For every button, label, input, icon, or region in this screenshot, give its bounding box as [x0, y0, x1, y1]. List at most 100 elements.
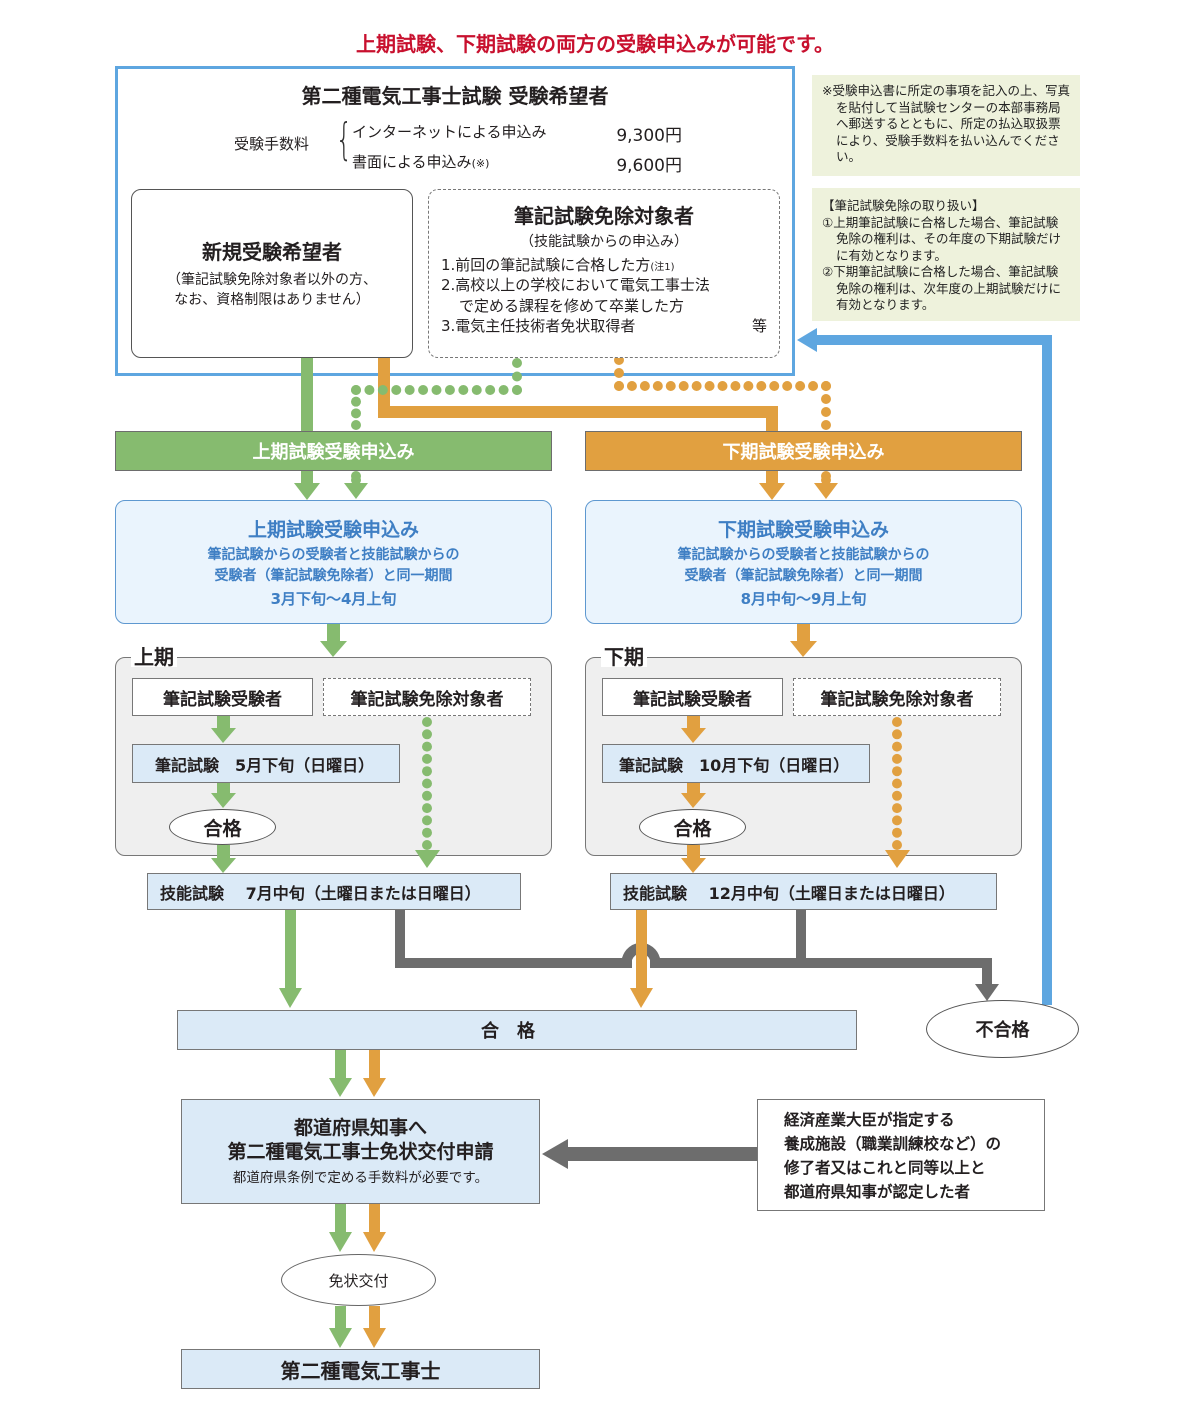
mail-application-note: ※受験申込書に所定の事項を記入の上、写真を貼付して当試験センターの本部事務局へ郵… — [812, 75, 1080, 176]
dot — [351, 385, 361, 395]
dot — [485, 385, 496, 395]
dot — [892, 803, 902, 814]
period-arrows-first — [211, 716, 440, 873]
dot — [422, 778, 432, 789]
dot — [422, 766, 432, 777]
exempt-dotted-paths — [344, 355, 902, 850]
exemption-rule: ②下期筆記試験に合格した場合、筆記試験免除の権利は、次年度の上期試験だけに有効と… — [822, 264, 1062, 312]
retry-arrowhead — [797, 328, 817, 352]
first-half-period-label: 上期 — [131, 647, 177, 667]
dot — [821, 420, 831, 430]
final-qualification-box: 第二種電気工事士 — [181, 1349, 540, 1389]
dot — [892, 815, 902, 826]
dot — [892, 790, 902, 801]
dot — [377, 385, 388, 395]
applicant-title: 第二種電気工事士試験 受験希望者 — [301, 84, 609, 108]
dot — [512, 371, 522, 382]
dot — [892, 729, 902, 740]
first-half-band: 上期試験受験申込み — [115, 431, 552, 471]
exempt-item: 2.高校以上の学校において電気工事士法 — [441, 276, 710, 295]
second-written-candidate: 筆記試験受験者 — [602, 678, 783, 716]
dot — [665, 381, 676, 391]
new-applicant-title: 新規受験希望者 — [202, 240, 342, 265]
dot — [418, 385, 429, 395]
dot — [821, 475, 831, 485]
facility-to-license-arrow — [542, 1139, 758, 1169]
dot — [391, 385, 402, 395]
fee-method: インターネットによる申込み — [352, 123, 547, 141]
dot — [691, 381, 702, 391]
exemption-rules-note: 【筆記試験免除の取り扱い】 ①上期筆記試験に合格した場合、筆記試験免除の権利は、… — [812, 188, 1080, 321]
dot — [821, 407, 831, 417]
dot — [769, 381, 780, 391]
dot — [782, 381, 793, 391]
dot — [717, 381, 728, 391]
dot — [639, 381, 650, 391]
dot — [743, 381, 754, 391]
second-half-apply-box: 下期試験受験申込み 筆記試験からの受験者と技能試験からの 受験者（筆記試験免除者… — [585, 500, 1022, 624]
skill-to-pass-first — [279, 910, 302, 1008]
new-applicant-line: なお、資格制限はありません） — [174, 292, 370, 308]
exempt-item-cont: で定める課程を修めて卒業した方 — [459, 296, 685, 315]
dot — [351, 420, 361, 430]
fail-path — [395, 910, 999, 1001]
dot — [498, 385, 509, 395]
fee-row-paper: 書面による申込み(※) 9,600円 — [352, 151, 682, 176]
first-half-apply-box: 上期試験受験申込み 筆記試験からの受験者と技能試験からの 受験者（筆記試験免除者… — [115, 500, 552, 624]
dot — [422, 827, 432, 838]
license-application-box: 都道府県知事へ 第二種電気工事士免状交付申請 都道府県条例で定める手数料が必要で… — [181, 1099, 540, 1204]
dot — [795, 381, 806, 391]
dot — [808, 381, 819, 391]
dot — [471, 385, 482, 395]
dot — [614, 381, 624, 391]
dot — [431, 385, 442, 395]
skill-to-pass-second — [630, 910, 653, 1008]
exempt-applicant-box: 筆記試験免除対象者 （技能試験からの申込み） 1.前回の筆記試験に合格した方(注… — [428, 189, 780, 358]
dot — [704, 381, 715, 391]
fee-amount: 9,300円 — [616, 126, 682, 146]
dot — [351, 396, 361, 407]
second-written-pass: 合格 — [639, 809, 746, 845]
second-skill-exam: 技能試験 12月中旬（土曜日または日曜日） — [610, 873, 997, 910]
first-skill-exam: 技能試験 7月中旬（土曜日または日曜日） — [147, 873, 521, 910]
dot — [422, 753, 432, 764]
license-issue-oval: 免状交付 — [281, 1254, 436, 1306]
dot — [678, 381, 689, 391]
dot — [351, 475, 361, 485]
exempt-subtitle: （技能試験からの申込み） — [520, 234, 688, 250]
license-to-issue-arrows — [329, 1204, 386, 1252]
second-exempt-candidate: 筆記試験免除対象者 — [793, 678, 1001, 716]
new-applicant-box: 新規受験希望者 （筆記試験免除対象者以外の方、 なお、資格制限はありません） — [131, 189, 413, 358]
dot — [404, 385, 415, 395]
dot — [351, 408, 361, 419]
dot — [364, 385, 375, 395]
second-half-band: 下期試験受験申込み — [585, 431, 1022, 471]
dot — [892, 827, 902, 838]
dot — [422, 790, 432, 801]
dot — [422, 803, 432, 814]
headline: 上期試験、下期試験の両方の受験申込みが可能です。 — [356, 32, 834, 56]
dot — [730, 381, 741, 391]
dot — [458, 385, 469, 395]
first-written-pass: 合格 — [169, 809, 276, 845]
pass-box: 合格 — [177, 1010, 857, 1050]
apply-period: 3月下旬～4月上旬 — [270, 589, 397, 608]
apply-to-period-arrows — [320, 624, 817, 657]
fee-amount: 9,600円 — [616, 156, 682, 176]
first-half-solid-path — [294, 358, 320, 500]
dot — [422, 840, 432, 850]
license-fee-note: 都道府県条例で定める手数料が必要です。 — [232, 1170, 489, 1187]
first-written-exam: 筆記試験 5月下旬（日曜日） — [132, 744, 400, 783]
issue-to-final-arrows — [329, 1306, 386, 1348]
apply-period: 8月中旬～9月上旬 — [740, 589, 867, 608]
dot — [422, 717, 432, 727]
dot — [892, 753, 902, 764]
dot — [422, 729, 432, 740]
exemption-rule: ①上期筆記試験に合格した場合、筆記試験免除の権利は、その年度の下期試験だけに有効… — [822, 214, 1062, 263]
fee-label: 受験手数料 — [234, 135, 310, 153]
retry-arrow — [797, 328, 1052, 1005]
fee-note: (※) — [471, 157, 490, 170]
exempt-item: 3.電気主任技術者免状取得者等 — [441, 316, 767, 335]
dot — [892, 717, 902, 727]
brace-icon: { — [335, 114, 353, 165]
